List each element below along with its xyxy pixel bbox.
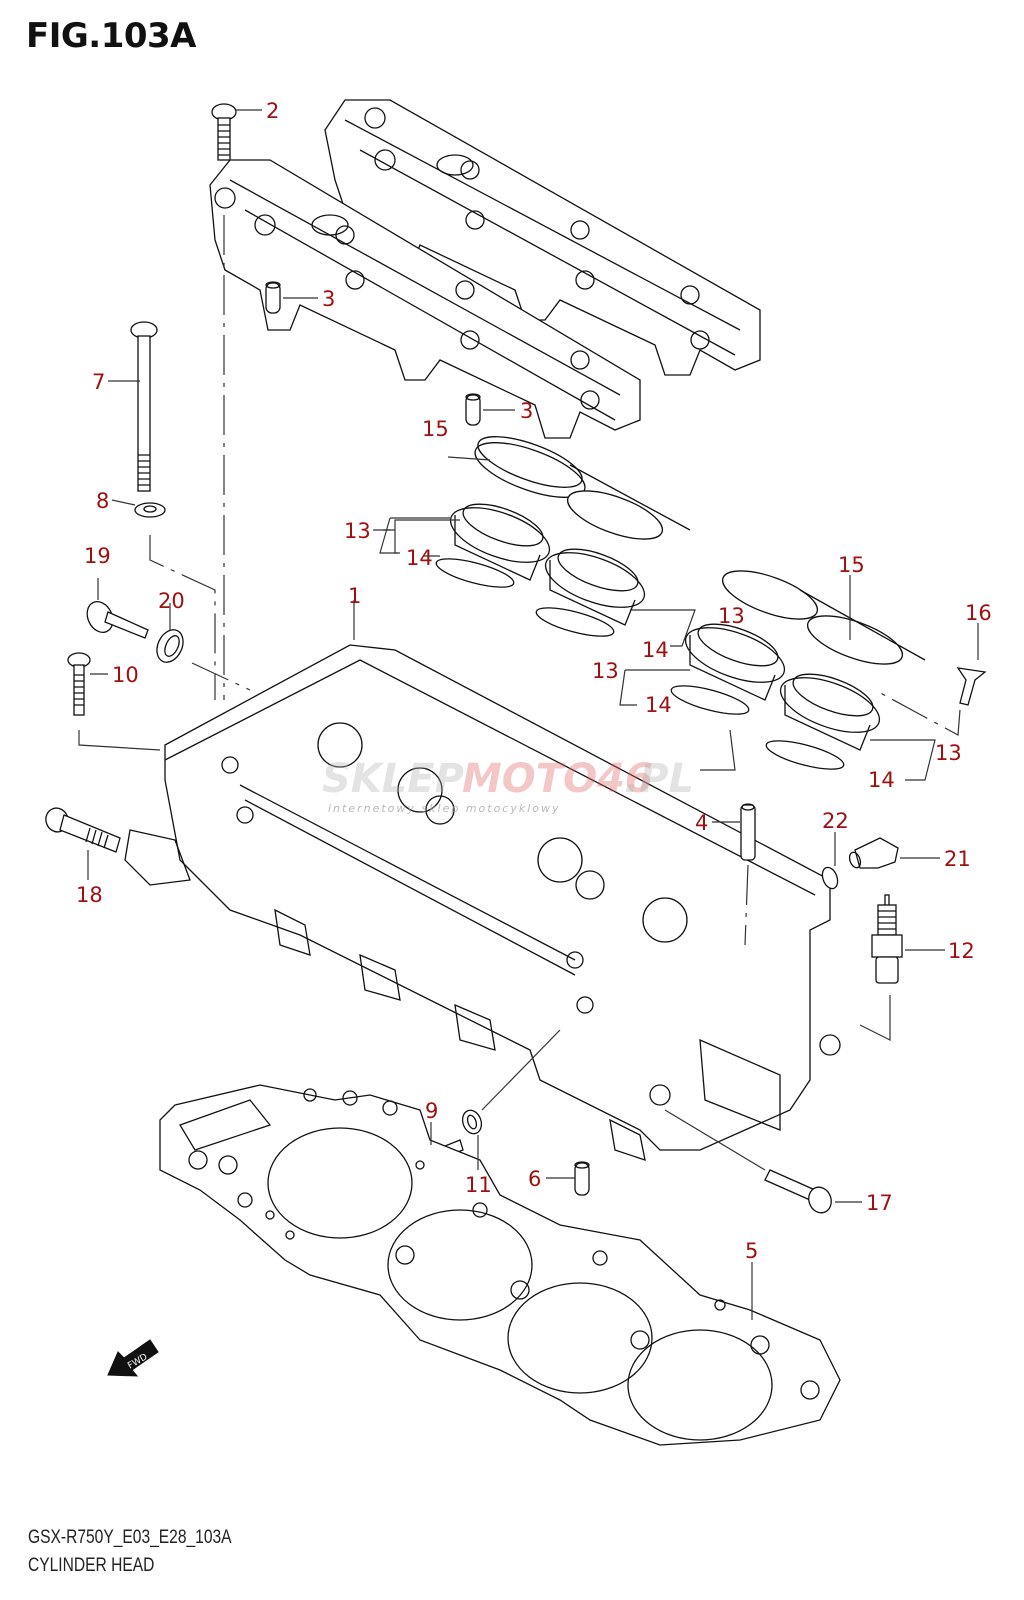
part-bolt-19[interactable] [82,597,149,639]
callout-9: 9 [425,1099,438,1123]
callout-14d: 14 [868,768,895,792]
callout-6: 6 [528,1167,541,1191]
callout-12: 12 [948,939,975,963]
callout-15b: 15 [838,553,865,577]
callout-3b: 3 [520,399,533,423]
leader-10 [78,730,161,751]
leader-17-upper [664,1109,766,1171]
watermark: SKLEP MOTO46 .PL internetowy sklep motoc… [322,756,694,815]
callout-21: 21 [944,847,971,871]
callout-13c: 13 [592,659,619,683]
callout-10: 10 [112,663,139,687]
figure-name: CYLINDER HEAD [28,1555,155,1576]
callout-labels: 2 3 3 7 8 15 13 14 19 20 1 10 13 14 15 1… [76,99,992,1263]
callout-16: 16 [965,601,992,625]
part-gasket-22[interactable] [820,865,841,890]
leader-lines [87,109,979,1320]
part-seal-20[interactable] [152,626,188,667]
callout-13d: 13 [935,741,962,765]
part-stud-4[interactable] [740,803,756,861]
part-pipe-13d[interactable] [774,666,887,751]
callout-4: 4 [695,811,708,835]
callout-13b: 13 [718,604,745,628]
watermark-suffix: .PL [624,756,694,802]
camshaft-holder-rear[interactable] [324,99,761,376]
callout-14b: 14 [642,638,669,662]
part-pipe-13a[interactable] [444,496,557,581]
part-bolt-18[interactable] [43,805,121,853]
callout-18: 18 [76,883,103,907]
callout-17: 17 [866,1191,893,1215]
part-washer-8[interactable] [134,502,166,518]
callout-14c: 14 [645,693,672,717]
leader-12 [859,995,891,1041]
callout-3a: 3 [322,287,335,311]
part-plug-21[interactable] [848,837,899,869]
callout-5: 5 [745,1239,758,1263]
part-dowel-6[interactable] [574,1161,590,1196]
callout-13a: 13 [344,519,371,543]
part-bolt-17[interactable] [764,1169,835,1216]
part-clamp-15a[interactable] [469,426,691,549]
leader-dash-8 [149,535,216,700]
part-pipe-13b[interactable] [539,541,652,626]
callout-19: 19 [84,544,111,568]
part-screw-16[interactable] [956,667,987,706]
part-washer-11[interactable] [459,1108,484,1137]
callout-20: 20 [158,589,185,613]
part-bolt-7[interactable] [130,321,158,492]
callout-1: 1 [348,584,361,608]
part-spark-plug-12[interactable] [871,894,903,984]
callout-14a: 14 [406,546,433,570]
watermark-subtitle: internetowy sklep motocyklowy [328,802,561,815]
callout-11: 11 [465,1173,492,1197]
watermark-gray: SKLEP [322,756,464,802]
callout-2: 2 [266,99,279,123]
watermark-red: MOTO46 [462,756,653,802]
callout-22: 22 [822,809,849,833]
part-dowel-3a[interactable] [265,281,281,314]
leader-dash-20 [191,662,251,691]
part-bolt-10[interactable] [67,652,91,716]
callout-8: 8 [96,489,109,513]
part-dowel-3b[interactable] [465,393,481,426]
leader-11-upper [481,1029,561,1111]
figure-title: FIG.103A [26,16,196,56]
part-oring-14c[interactable] [669,680,751,720]
figure-code: GSX-R750Y_E03_E28_103A [28,1527,232,1548]
callout-15a: 15 [422,417,449,441]
camshaft-holder-front[interactable] [209,159,641,439]
part-bolt-2[interactable] [211,103,237,161]
part-gasket-5[interactable] [159,1084,841,1446]
part-pipe-13c[interactable] [679,616,792,701]
part-clamp-15b[interactable] [717,561,926,674]
part-oring-14a[interactable] [434,553,516,593]
leader-dash-16 [874,689,961,736]
fwd-arrow-icon: FWD [107,1339,159,1377]
callout-7: 7 [92,370,105,394]
part-cylinder-head-1[interactable] [124,644,841,1161]
part-oring-14d[interactable] [764,735,846,775]
part-oring-14b[interactable] [534,602,616,642]
leader-dash-4 [744,864,749,946]
